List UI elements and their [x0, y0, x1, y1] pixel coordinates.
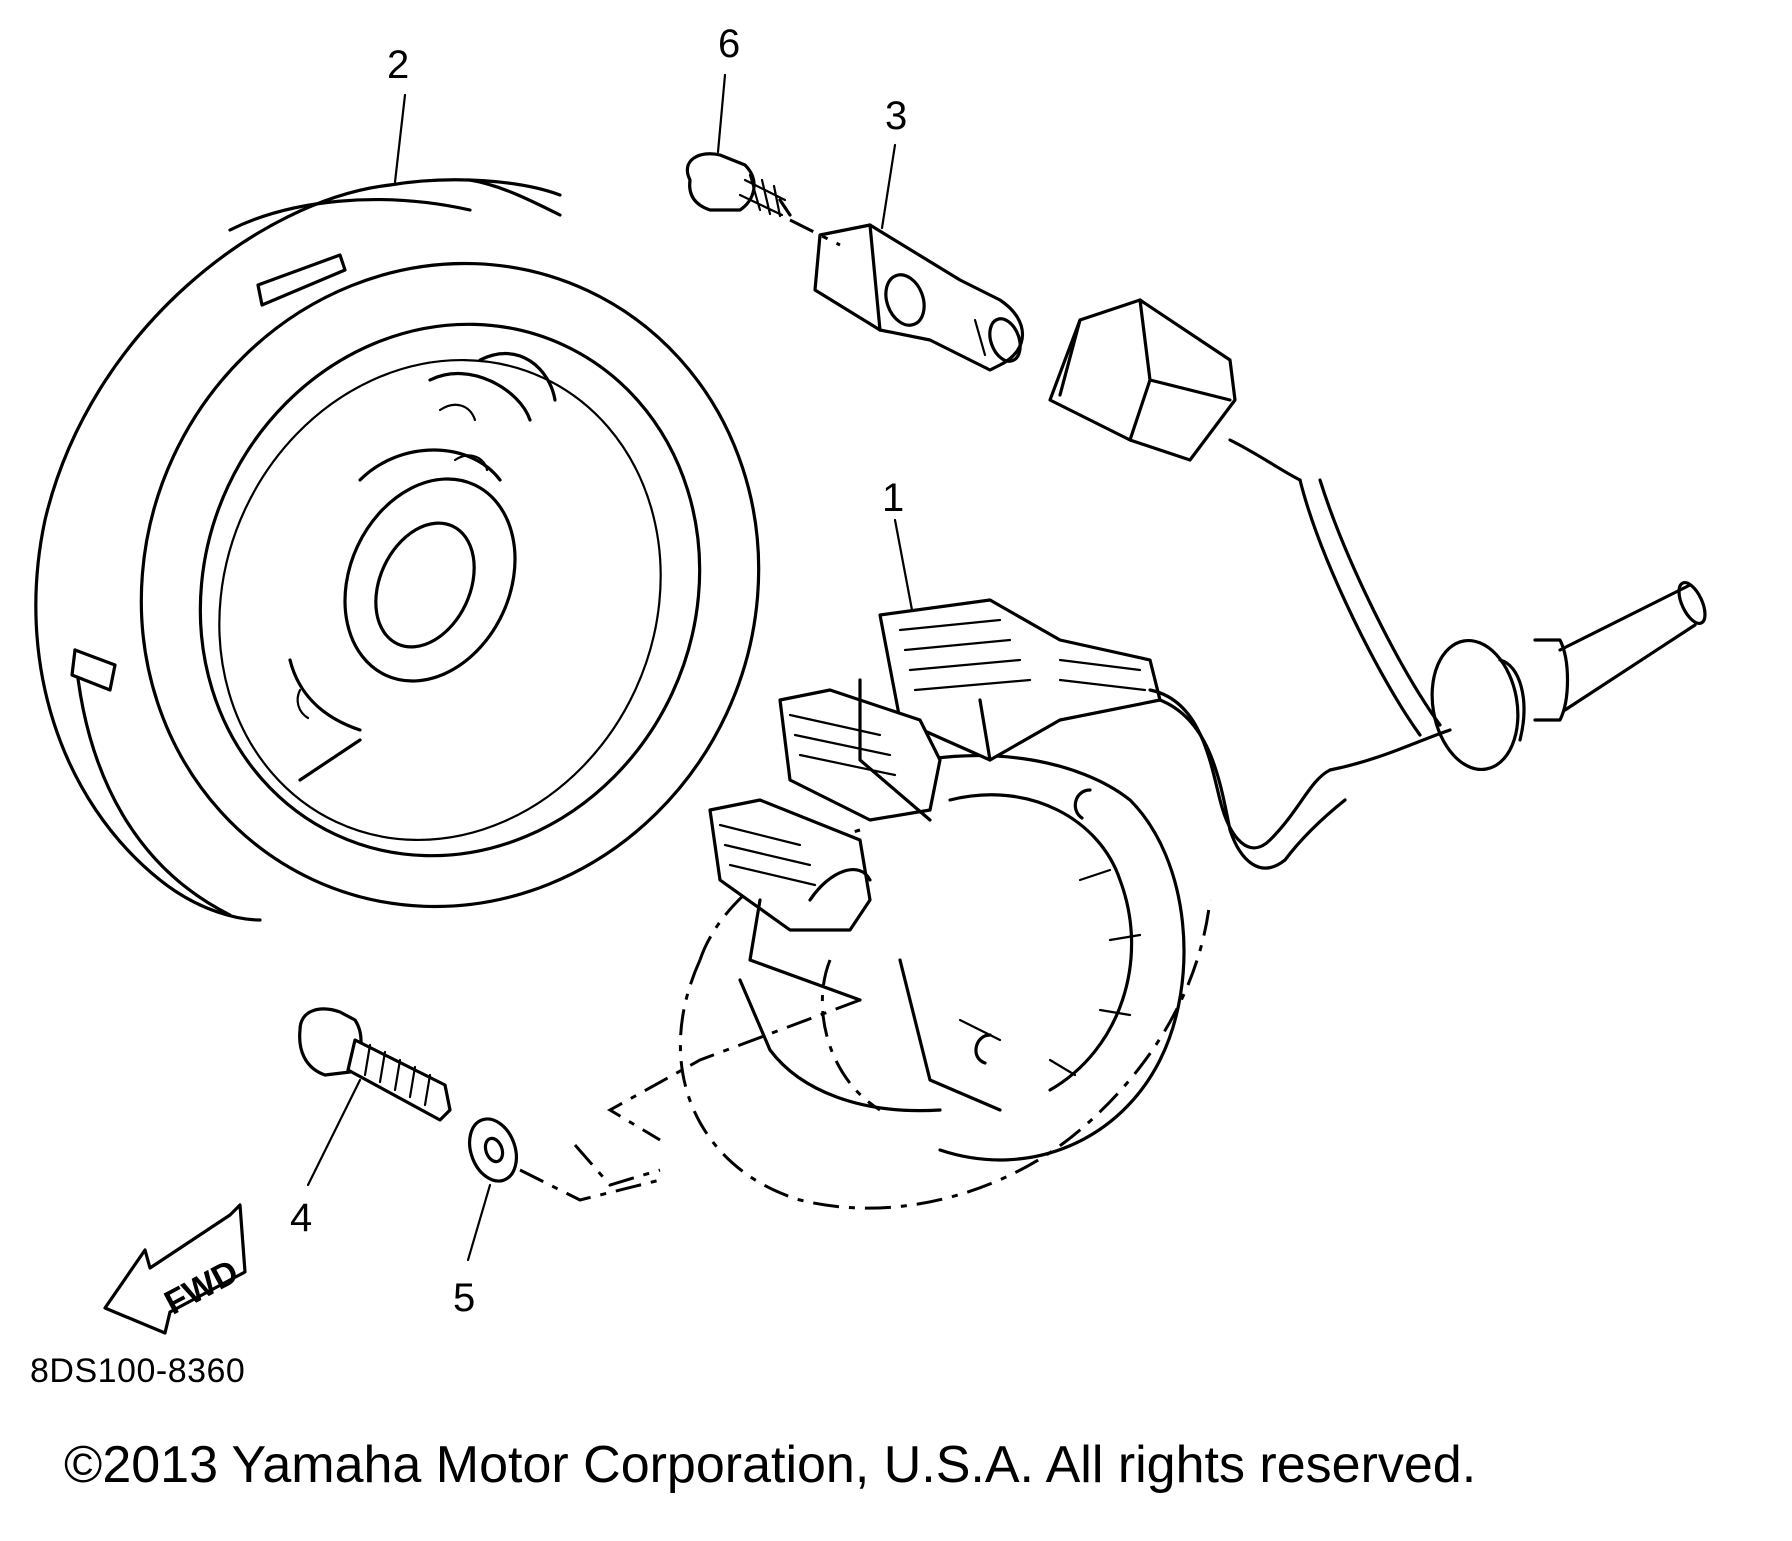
wiring-harness — [1148, 438, 1707, 870]
stator-bolt — [298, 1007, 661, 1187]
alignment-line — [607, 998, 861, 1142]
callout-5: 5 — [453, 1276, 476, 1320]
connector-coupler — [1048, 298, 1237, 462]
callout-2: 2 — [387, 43, 410, 87]
stator-assembly — [678, 598, 1212, 1210]
callout-4: 4 — [290, 1196, 313, 1240]
pickup-screw — [685, 152, 841, 247]
callout-1: 1 — [882, 476, 905, 520]
washer — [468, 1117, 661, 1202]
diagram-code: 8DS100-8360 — [30, 1352, 246, 1390]
callout-6: 6 — [718, 22, 741, 66]
rotor-flywheel — [34, 178, 761, 922]
copyright-notice: ©2013 Yamaha Motor Corporation, U.S.A. A… — [64, 1436, 1477, 1494]
fwd-arrow-icon: FWD — [103, 1203, 247, 1335]
callout-3: 3 — [885, 94, 908, 138]
pickup-coil — [813, 223, 1025, 372]
leader-lines — [306, 73, 914, 1262]
